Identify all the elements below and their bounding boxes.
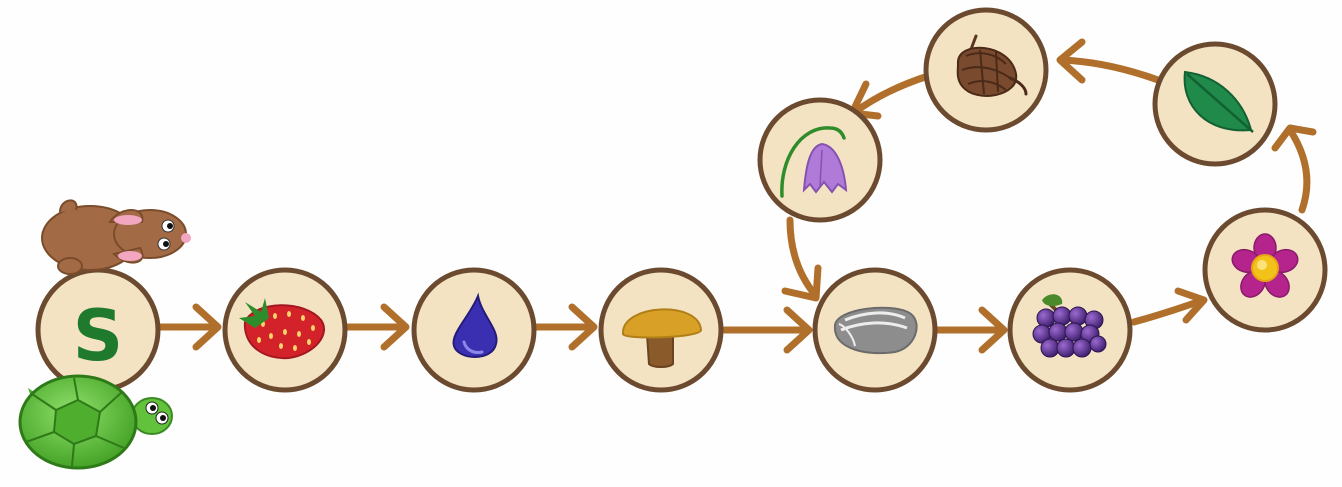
arrow-pinecone-to-bluebell (852, 76, 928, 116)
arrow-strawberry-to-drop (348, 307, 406, 347)
turtle-icon[interactable] (20, 376, 172, 468)
rabbit-icon[interactable] (42, 200, 191, 274)
arrow-leaf-to-pinecone (1060, 42, 1158, 80)
arrow-drop-to-mushroom (536, 307, 594, 347)
start-label: S (73, 295, 123, 377)
arrow-flower-to-leaf (1275, 128, 1313, 210)
arrow-grapes-to-flower (1134, 291, 1204, 322)
arrow-stone-to-grapes (936, 310, 1004, 350)
arrow-start-to-strawberry (160, 307, 218, 347)
arrow-mushroom-to-stone (724, 310, 809, 350)
stone-icon (835, 308, 917, 353)
arrow-bluebell-to-stone (785, 220, 818, 298)
